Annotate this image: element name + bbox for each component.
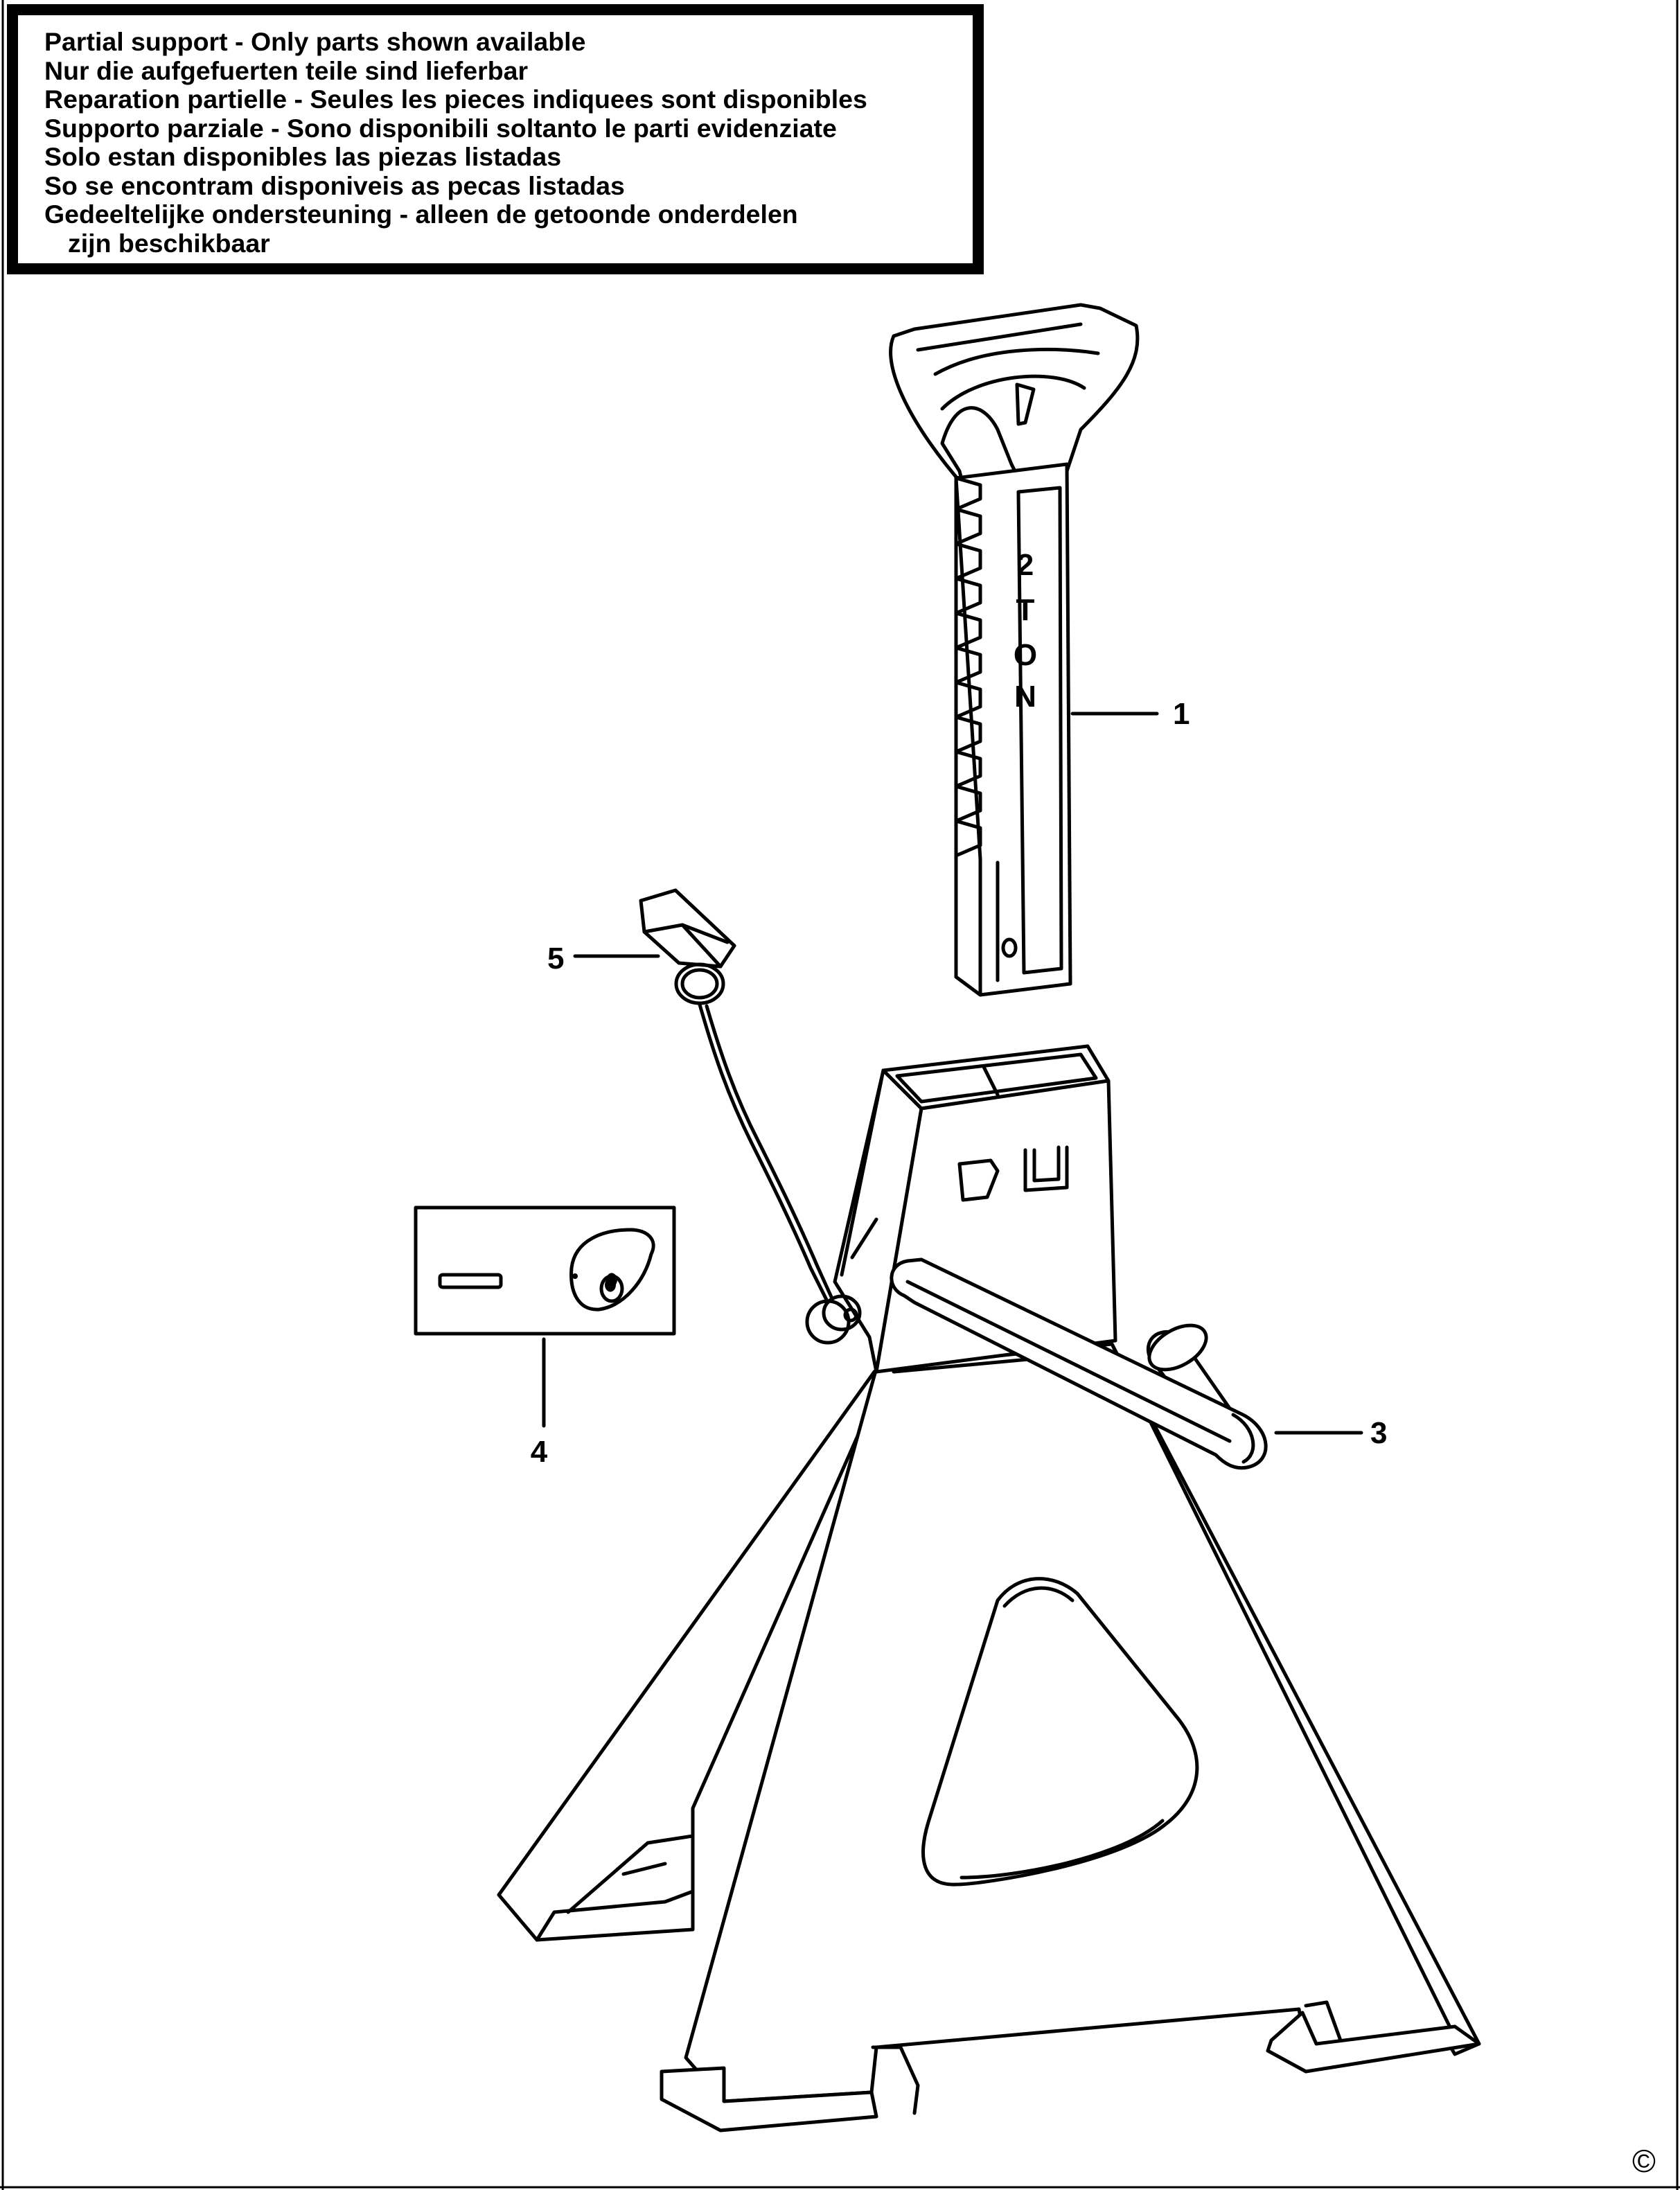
notice-line-dutch: Gedeeltelijke ondersteuning - alleen de … [44, 200, 798, 229]
notice-line-spanish: Solo estan disponibles las piezas listad… [44, 142, 562, 171]
notice-line-italian: Supporto parziale - Sono disponibili sol… [44, 113, 837, 143]
copyright-symbol: © [1632, 2143, 1656, 2179]
jack-stand-base [497, 1342, 1481, 2132]
leader-lines [542, 712, 1363, 1435]
post-marking-letter-n: N [1014, 680, 1036, 714]
notice-line-dutch-continued: zijn beschikbaar [68, 228, 270, 258]
callout-5: 5 [547, 942, 564, 975]
pawl-kit-box [414, 1206, 676, 1336]
callout-1: 1 [1173, 697, 1190, 731]
notice-line-german: Nur die aufgefuerten teile sind lieferba… [44, 55, 529, 85]
post-marking-letter-t: T [1016, 593, 1035, 627]
notice-line-french: Reparation partielle - Seules les pieces… [44, 85, 867, 114]
ratchet-post: 2 T O N [889, 303, 1140, 997]
post-marking-letter-o: O [1014, 638, 1037, 672]
callout-3: 3 [1370, 1416, 1387, 1450]
callout-4: 4 [531, 1435, 548, 1469]
post-marking-capacity: 2 [1017, 548, 1034, 582]
locking-pin [639, 888, 736, 1005]
notice-line-english: Partial support - Only parts shown avail… [44, 27, 586, 56]
locking-handle [890, 1257, 1268, 1470]
notice-line-portuguese: So se encontram disponiveis as pecas lis… [44, 170, 625, 200]
pin-chain [698, 1003, 862, 1345]
availability-notice-box: Partial support - Only parts shown avail… [7, 4, 984, 274]
